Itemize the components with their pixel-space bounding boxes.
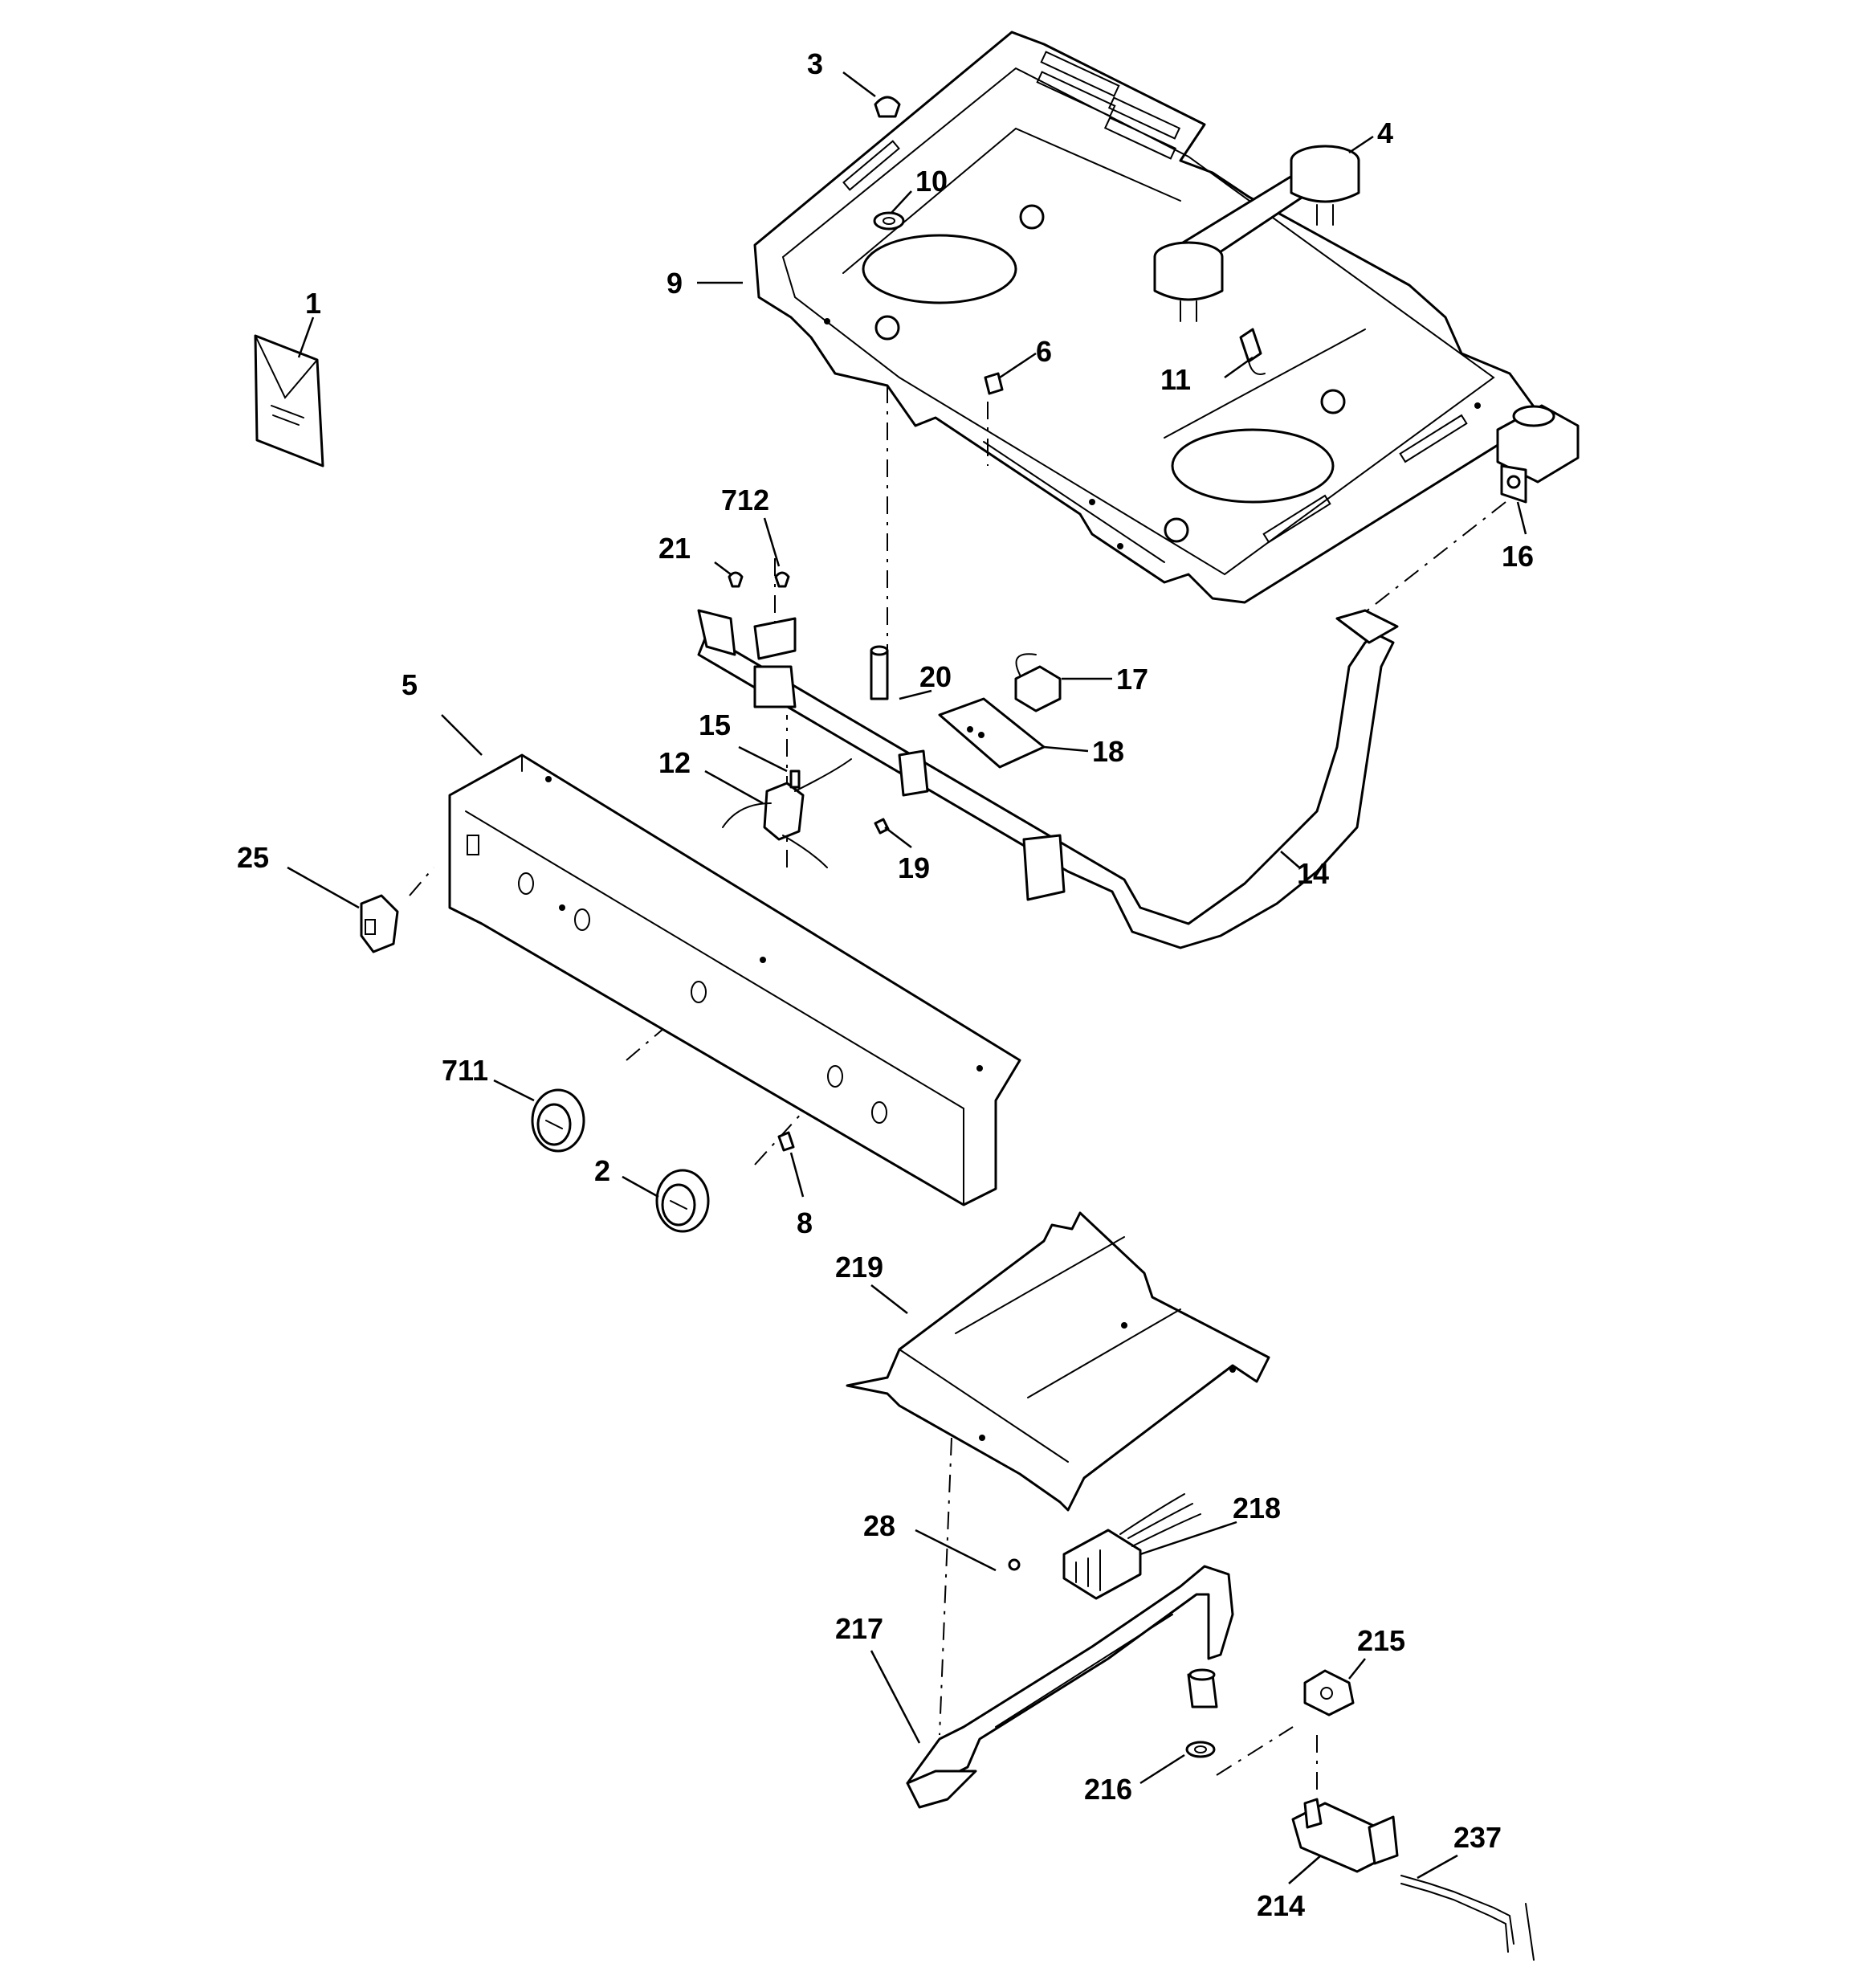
callout-9: 9 [667,267,683,300]
callouts: 1 2 3 4 5 6 8 9 10 11 12 14 15 16 17 18 … [237,47,1534,1922]
orifice-216 [1185,1668,1218,1758]
screw-3 [874,96,901,118]
screw-19 [874,818,890,835]
callout-16: 16 [1502,540,1534,573]
callout-11: 11 [1160,363,1191,396]
callout-14: 14 [1297,857,1329,890]
pressure-regulator [1496,404,1580,504]
knob-2 [655,1169,710,1233]
screw-8 [777,1131,795,1152]
bracket-215 [1303,1669,1355,1717]
callout-219: 219 [835,1251,883,1284]
bracket-11 [1239,328,1266,375]
callout-19: 19 [898,851,930,884]
shield-18 [938,697,1046,769]
callout-12: 12 [658,746,691,779]
callout-28: 28 [863,1509,895,1542]
callout-3: 3 [807,47,823,80]
callout-216: 216 [1084,1773,1132,1806]
callout-18: 18 [1092,735,1124,768]
callout-712: 712 [721,484,769,516]
callout-4: 4 [1377,116,1393,149]
callout-1: 1 [305,287,321,320]
ignition-switch-12 [722,758,852,868]
callout-215: 215 [1357,1624,1405,1657]
callout-5: 5 [402,668,418,701]
ignitor-218 [1062,1493,1201,1600]
callout-21: 21 [658,532,691,565]
screw-6 [984,372,1004,395]
safety-valve-214 [1291,1798,1399,1873]
callout-217: 217 [835,1612,883,1645]
oven-burner-217 [906,1565,1234,1809]
knob-711 [531,1088,585,1153]
callout-25: 25 [237,841,269,874]
tube-237 [1400,1875,1535,1961]
burner-shield-219 [846,1211,1270,1512]
leader-lines [287,71,1527,1884]
rocker-switch-25 [360,894,399,953]
callout-2: 2 [594,1154,610,1187]
callout-214: 214 [1257,1889,1305,1922]
valve-17 [1014,653,1062,712]
control-panel [448,753,1021,1206]
literature-envelope [254,334,324,467]
callout-15: 15 [699,708,731,741]
burner-box-tray [753,31,1543,604]
callout-10: 10 [915,165,948,198]
screw-21 [728,571,744,588]
callout-8: 8 [797,1206,813,1239]
manifold-pipe [697,609,1399,949]
callout-6: 6 [1036,335,1052,368]
callout-711: 711 [442,1054,488,1087]
callout-20: 20 [919,660,952,693]
screw-712 [774,571,790,588]
callout-218: 218 [1233,1492,1281,1525]
callout-237: 237 [1453,1821,1502,1854]
washer-10 [873,211,905,231]
callout-17: 17 [1116,663,1148,696]
burner-valve-assembly [1153,145,1360,322]
